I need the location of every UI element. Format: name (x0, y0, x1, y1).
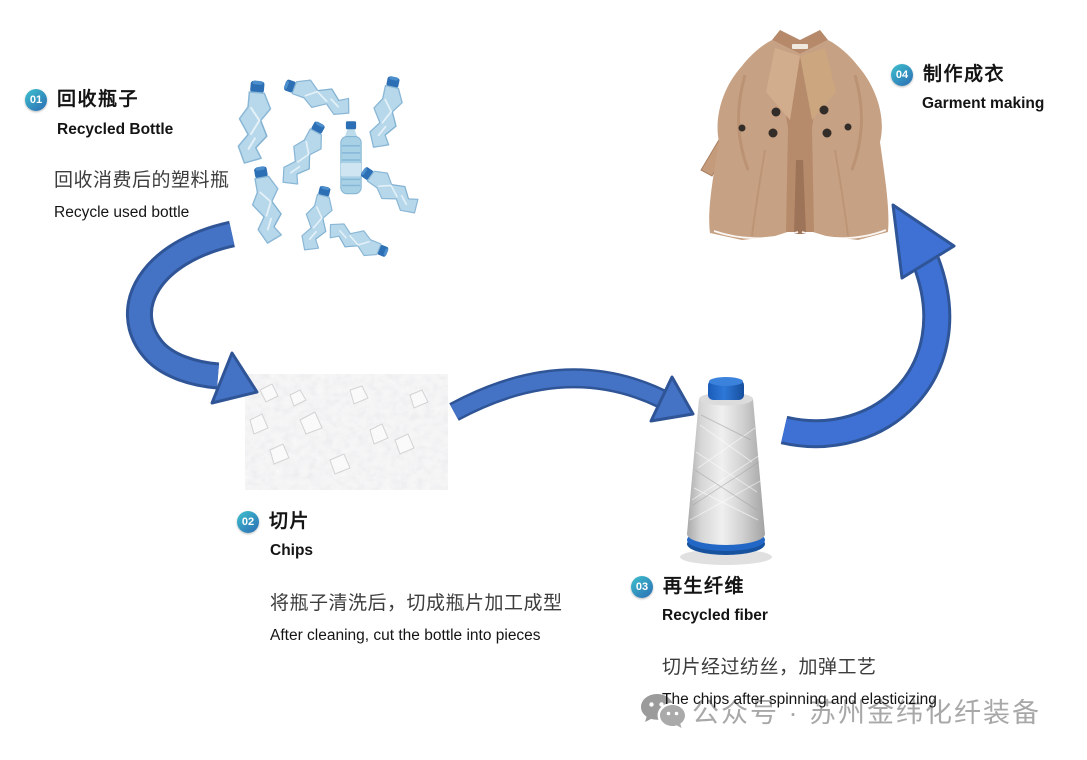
bottle (279, 71, 356, 121)
step-3-desc-en: The chips after spinning and elasticizin… (662, 690, 937, 708)
watermark-text: 公众号 · 苏州金纬化纤装备 (692, 697, 1041, 728)
step-2-desc-en: After cleaning, cut the bottle into piec… (270, 626, 541, 644)
step-2-badge: 02 (237, 511, 259, 533)
bottle (365, 73, 408, 152)
bottle (297, 182, 339, 255)
bottle (245, 163, 288, 246)
bottle (234, 78, 274, 166)
step-3-title-en: Recycled fiber (662, 607, 768, 624)
step-4-title-en: Garment making (922, 95, 1045, 112)
arrow-bottles-to-chips (125, 220, 259, 405)
step-1-desc-zh: 回收消费后的塑料瓶 (54, 170, 230, 191)
step-2-desc-zh: 将瓶子清洗后，切成瓶片加工成型 (270, 593, 563, 614)
arrow-fiber-to-coat (780, 203, 956, 449)
fiber-cone-image (680, 377, 772, 565)
step-3-desc-zh: 切片经过纺丝，加弹工艺 (662, 657, 877, 678)
step-3-header: 03 再生纤维 (631, 576, 745, 598)
step-2-description: 将瓶子清洗后，切成瓶片加工成型 After cleaning, cut the … (270, 592, 563, 645)
step-1-title-zh: 回收瓶子 (57, 88, 140, 110)
step-2-header: 02 切片 (237, 511, 310, 533)
step-1-badge: 01 (25, 89, 47, 111)
bottles-image (234, 71, 426, 264)
watermark: 公众号 · 苏州金纬化纤装备 (640, 692, 1041, 734)
bottle (355, 160, 426, 220)
step-2-title-zh: 切片 (269, 510, 311, 532)
step-1-desc-en: Recycle used bottle (54, 203, 190, 221)
step-3-description: 切片经过纺丝，加弹工艺 The chips after spinning and… (662, 656, 937, 709)
step-1-description: 回收消费后的塑料瓶 Recycle used bottle (54, 169, 230, 222)
step-4-badge: 04 (891, 64, 913, 86)
step-4-header: 04 制作成衣 (891, 64, 1005, 86)
bottle (323, 217, 393, 264)
arrow-chips-to-fiber (449, 368, 695, 423)
step-3-badge: 03 (631, 576, 653, 598)
coat-image (700, 30, 889, 240)
chips-image (245, 374, 448, 490)
coat-buttons (738, 105, 852, 138)
bottle (340, 120, 362, 195)
step-1-title-en: Recycled Bottle (57, 121, 174, 138)
bottle (275, 116, 333, 192)
step-2-title-en: Chips (270, 542, 314, 559)
wechat-icon (641, 694, 685, 728)
step-3-title-zh: 再生纤维 (663, 575, 746, 597)
step-1-header: 01 回收瓶子 (25, 89, 139, 111)
step-4-title-zh: 制作成衣 (923, 63, 1006, 85)
